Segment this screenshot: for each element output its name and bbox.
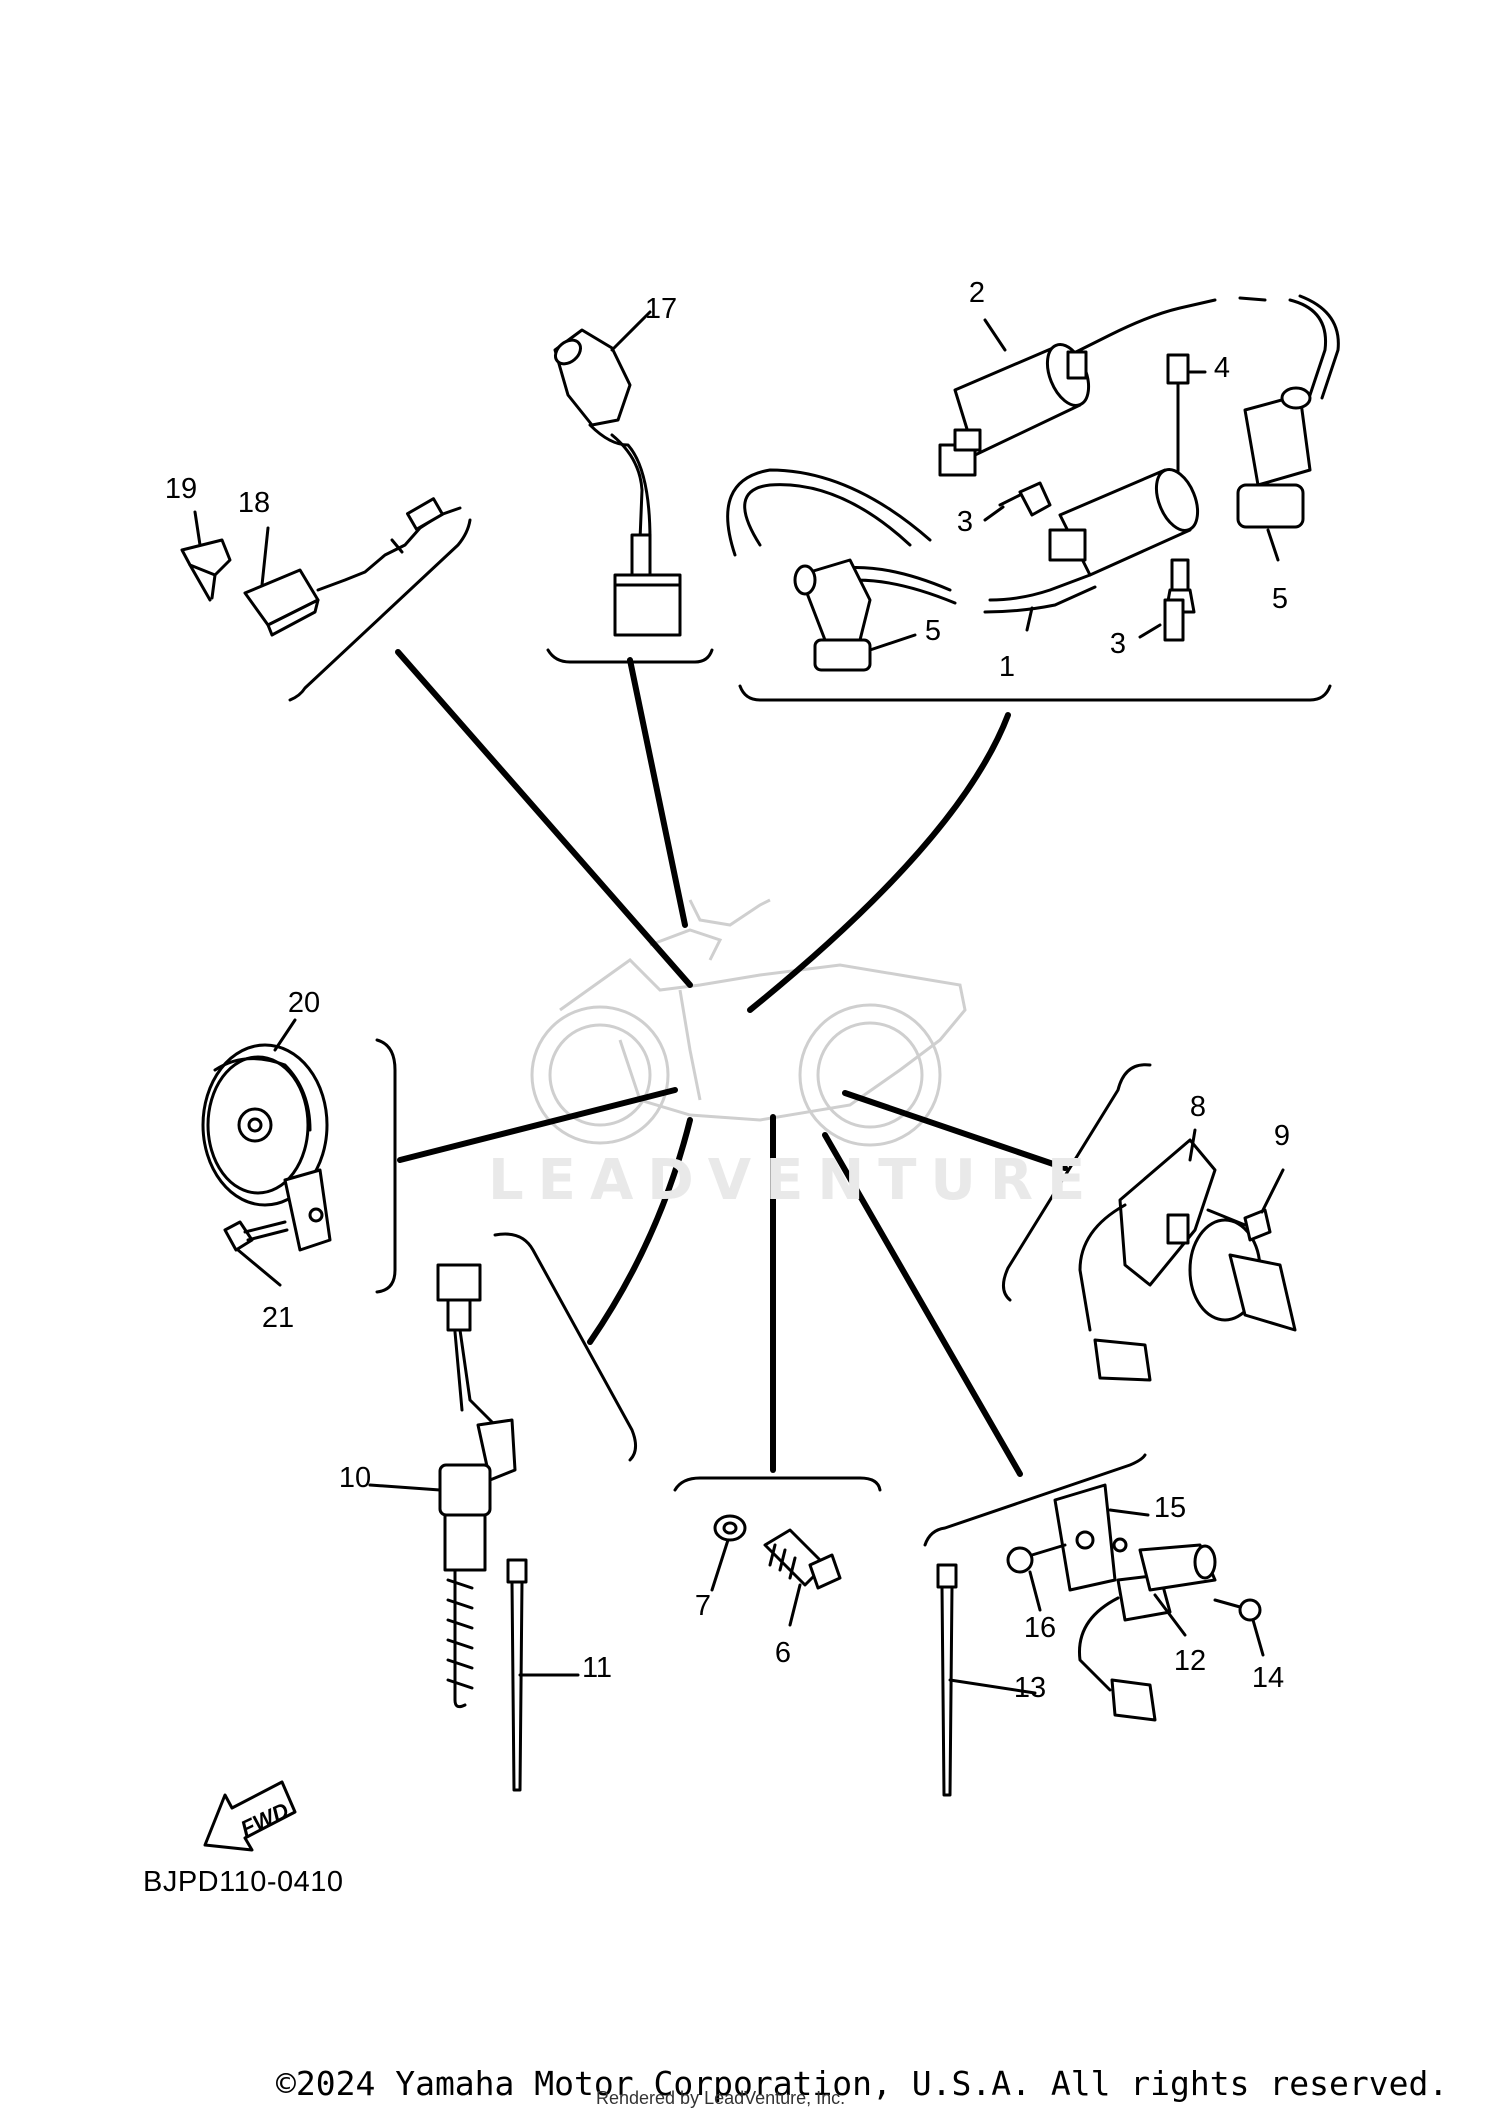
copyright-text: ©2024 Yamaha Motor Corporation, U.S.A. A… bbox=[276, 2064, 1449, 2103]
callout-3-upper: 3 bbox=[957, 506, 973, 538]
callout-20: 20 bbox=[288, 987, 320, 1019]
fwd-arrow-icon: FWD bbox=[203, 1780, 297, 1852]
callout-11: 11 bbox=[582, 1652, 612, 1684]
callout-19: 19 bbox=[165, 473, 197, 505]
leader-lines bbox=[395, 649, 1068, 1477]
callout-2: 2 bbox=[969, 277, 985, 309]
callout-15: 15 bbox=[1154, 1492, 1186, 1524]
callout-18: 18 bbox=[238, 487, 270, 519]
callout-10: 10 bbox=[339, 1462, 371, 1494]
part-5-plug-cap-right bbox=[1236, 386, 1312, 529]
group-brackets bbox=[288, 518, 1332, 1547]
part-10-sensor bbox=[436, 1263, 517, 1709]
callout-5-right: 5 bbox=[1272, 583, 1288, 615]
part-3-bolt-lower bbox=[1163, 598, 1185, 642]
part-5-plug-cap-left bbox=[793, 558, 872, 672]
motorcycle-outline bbox=[530, 898, 967, 1147]
part-13-cable-tie bbox=[936, 1563, 958, 1797]
diagram-code: BJPD110-0410 bbox=[143, 1866, 344, 1898]
part-12-sensor bbox=[1077, 1537, 1217, 1722]
part-14-screw bbox=[1213, 1598, 1262, 1622]
part-17-switch bbox=[553, 328, 682, 637]
callout-leaders bbox=[193, 310, 1285, 1695]
part-6-bolt bbox=[763, 1528, 842, 1590]
part-2-ignition-coil bbox=[938, 294, 1340, 477]
part-20-horn bbox=[201, 1043, 332, 1252]
callout-17: 17 bbox=[645, 293, 677, 325]
callout-5-left: 5 bbox=[925, 615, 941, 647]
rendered-by-text: Rendered by LeadVenture, Inc. bbox=[596, 2088, 846, 2108]
part-9-screw bbox=[1206, 1208, 1272, 1242]
part-3-bolt-upper bbox=[998, 481, 1052, 517]
callout-16: 16 bbox=[1024, 1612, 1056, 1644]
callout-13: 13 bbox=[1014, 1672, 1046, 1704]
callout-12: 12 bbox=[1174, 1645, 1206, 1677]
callout-1: 1 bbox=[999, 651, 1015, 683]
callout-6: 6 bbox=[775, 1637, 791, 1669]
callout-3-lower: 3 bbox=[1110, 628, 1126, 660]
watermark: LEADVENTURE bbox=[488, 1148, 1100, 1213]
callout-4: 4 bbox=[1214, 352, 1230, 384]
callout-9: 9 bbox=[1274, 1120, 1290, 1152]
part-16-bolt bbox=[1006, 1543, 1067, 1574]
part-18-connector bbox=[243, 497, 462, 637]
part-11-cable-tie bbox=[506, 1558, 528, 1792]
part-15-bracket bbox=[1053, 1483, 1117, 1592]
part-19-clip bbox=[180, 538, 232, 602]
callout-8: 8 bbox=[1190, 1091, 1206, 1123]
callout-7: 7 bbox=[695, 1590, 711, 1622]
part-8-main-switch bbox=[1078, 1138, 1297, 1382]
part-7-washer bbox=[713, 1514, 747, 1542]
callout-numbers: 1 2 3 3 4 5 5 6 7 8 9 10 11 12 13 14 15 … bbox=[165, 277, 1290, 1704]
part-21-bolt bbox=[223, 1220, 289, 1252]
callout-21: 21 bbox=[262, 1302, 294, 1334]
callout-14: 14 bbox=[1252, 1662, 1284, 1694]
